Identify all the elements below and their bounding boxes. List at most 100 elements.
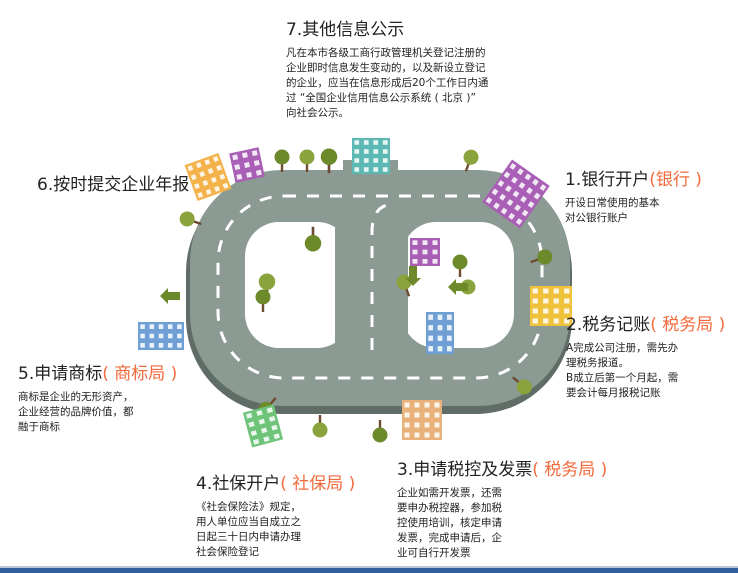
building-window	[543, 308, 549, 314]
building-window	[424, 402, 430, 408]
step-2-title: 2.税务记账( 税务局 )	[566, 315, 726, 335]
building-window	[506, 199, 514, 206]
building-window	[167, 343, 173, 348]
building-icon	[229, 147, 265, 183]
building-window	[532, 178, 539, 186]
building-window	[414, 432, 420, 438]
building-window	[199, 171, 206, 178]
tree-crown	[312, 422, 328, 438]
building-window	[177, 324, 182, 329]
building-window	[503, 171, 511, 179]
building-window	[553, 308, 559, 314]
building-window	[256, 410, 263, 416]
building-window	[517, 168, 524, 176]
building-icon	[482, 159, 550, 229]
building-window	[432, 249, 438, 255]
step-4-title: 4.社保开户( 社保局 )	[196, 474, 356, 494]
tree-trunk	[280, 160, 284, 172]
building-window	[532, 298, 538, 304]
building-window	[434, 412, 440, 418]
building-window	[404, 412, 410, 418]
building-icon	[242, 404, 284, 448]
building-window	[412, 240, 418, 245]
building-window	[532, 318, 538, 324]
building-window	[266, 407, 273, 414]
building-window	[255, 169, 262, 176]
tree-trunk	[378, 420, 382, 432]
building-window	[422, 259, 428, 264]
step-6: 6.按时提交企业年报	[37, 175, 189, 195]
building-window	[158, 343, 164, 348]
step-5: 5.申请商标( 商标局 ) 商标是企业的无形资产， 企业经营的品牌价值，都 融于…	[18, 364, 177, 435]
building-icon	[352, 138, 390, 174]
step-1-desc: 开设日常使用的基本 对公银行账户	[565, 197, 660, 225]
building-body	[242, 404, 284, 448]
tree-crown	[274, 149, 290, 165]
building-window	[521, 209, 529, 217]
step-1-agency: (银行 )	[649, 170, 702, 190]
building-window	[244, 162, 250, 168]
building-window	[447, 314, 452, 320]
building-window	[234, 164, 241, 171]
building-window	[363, 140, 369, 145]
building-window	[422, 240, 428, 245]
building-window	[197, 192, 204, 199]
building-window	[497, 179, 505, 187]
building-window	[434, 422, 440, 428]
building-window	[241, 152, 248, 159]
building-window	[508, 212, 515, 220]
building-window	[167, 324, 173, 329]
building-window	[518, 182, 526, 189]
building-window	[447, 325, 452, 331]
building-window	[248, 421, 255, 428]
building-window	[524, 173, 532, 181]
building-window	[428, 314, 433, 320]
building-window	[422, 249, 428, 255]
building-window	[491, 188, 499, 196]
building-window	[207, 167, 214, 174]
tree-icon	[304, 226, 322, 252]
building-window	[204, 159, 211, 166]
building-window	[195, 162, 202, 169]
building-window	[447, 335, 452, 341]
step-4: 4.社保开户( 社保局 ) 《社会保险法》规定， 用人单位应当自成立之 日起三十…	[196, 474, 355, 560]
building-window	[216, 164, 222, 171]
step-1-title: 1.银行开户(银行 )	[565, 170, 702, 190]
step-7: 7.其他信息公示 凡在本市各级工商行政管理机关登记注册的 企业即时信息发生变动的…	[286, 20, 488, 121]
tree-crown	[452, 254, 468, 270]
lane-dash-center	[370, 202, 396, 350]
building-window	[424, 412, 430, 418]
arrow-shape	[448, 279, 468, 295]
building-icon	[402, 400, 442, 440]
building-window	[428, 335, 433, 341]
lane-dash-outer	[216, 194, 544, 380]
building-window	[177, 343, 182, 348]
building-window	[564, 318, 570, 324]
tree-icon	[463, 149, 479, 172]
bottom-bar-top	[0, 566, 738, 568]
building-window	[140, 343, 145, 348]
arrows	[160, 266, 468, 304]
tree-icon	[530, 249, 553, 265]
arrow-icon	[160, 288, 180, 304]
building-window	[194, 183, 200, 190]
building-window	[527, 201, 535, 209]
building-window	[564, 298, 570, 304]
step-7-desc: 凡在本市各级工商行政管理机关登记注册的 企业即时信息发生变动的，以及新设立登记 …	[286, 47, 489, 120]
building-window	[232, 154, 239, 161]
building-window	[539, 184, 547, 191]
building-window	[533, 192, 541, 200]
tree-icon	[299, 149, 315, 172]
building-window	[564, 308, 570, 314]
building-window	[177, 333, 182, 339]
building-window	[515, 218, 523, 226]
building-window	[236, 173, 243, 180]
building-window	[251, 150, 258, 157]
building-window	[246, 412, 253, 419]
building-window	[511, 176, 518, 184]
building-window	[447, 346, 452, 352]
step-3: 3.申请税控及发票( 税务局 ) 企业如需开发票，还需 要申办税控器，参加税 控…	[397, 460, 607, 561]
building-window	[187, 165, 194, 172]
step-5-title: 5.申请商标( 商标局 )	[18, 364, 178, 384]
tree-crown	[255, 289, 271, 305]
